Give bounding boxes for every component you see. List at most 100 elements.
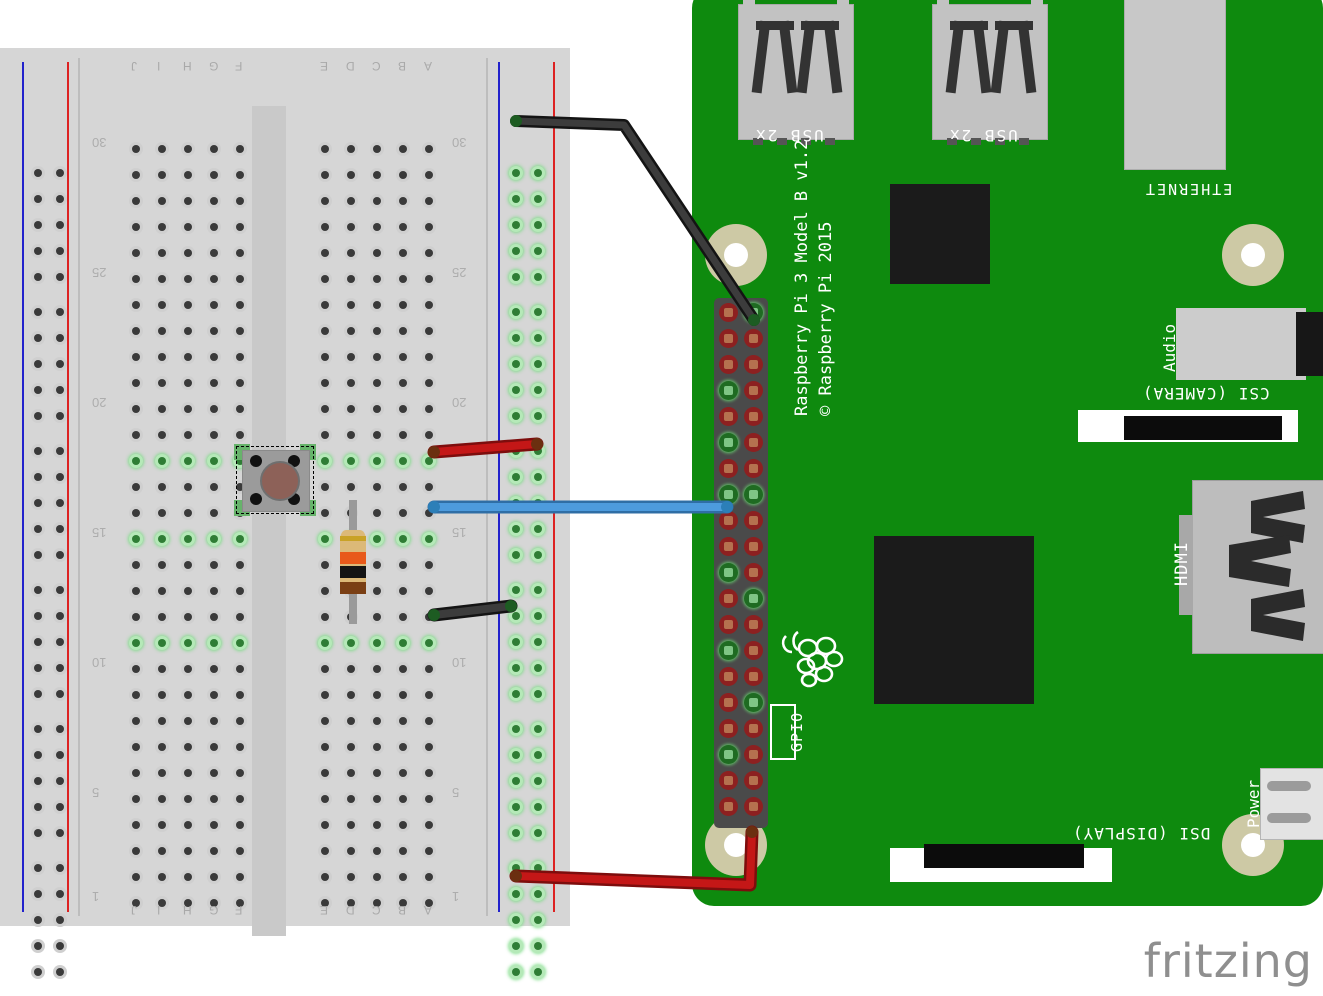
breadboard-hole-r4[interactable] bbox=[422, 818, 436, 832]
breadboard-hole-r12[interactable] bbox=[318, 610, 332, 624]
left-rail-hole[interactable] bbox=[31, 939, 45, 953]
left-rail-hole[interactable] bbox=[53, 444, 67, 458]
breadboard-hole-r26[interactable] bbox=[422, 246, 436, 260]
breadboard-hole-r5[interactable] bbox=[422, 792, 436, 806]
breadboard-hole-r26[interactable] bbox=[181, 246, 195, 260]
left-rail-hole[interactable] bbox=[31, 722, 45, 736]
gpio-pin-1[interactable] bbox=[719, 303, 738, 322]
left-rail-hole[interactable] bbox=[53, 661, 67, 675]
breadboard-hole-r14[interactable] bbox=[422, 558, 436, 572]
breadboard-hole-r20[interactable] bbox=[318, 402, 332, 416]
breadboard-hole-r22[interactable] bbox=[370, 350, 384, 364]
breadboard-hole-r9[interactable] bbox=[318, 688, 332, 702]
breadboard-hole-r14[interactable] bbox=[155, 558, 169, 572]
breadboard-hole-r23[interactable] bbox=[370, 324, 384, 338]
left-rail-hole[interactable] bbox=[53, 887, 67, 901]
breadboard-hole-r16[interactable] bbox=[396, 506, 410, 520]
breadboard-hole-r20[interactable] bbox=[129, 402, 143, 416]
breadboard-hole-r2[interactable] bbox=[318, 870, 332, 884]
left-rail-hole[interactable] bbox=[31, 965, 45, 979]
breadboard-hole-r21[interactable] bbox=[233, 376, 247, 390]
breadboard-hole-r1[interactable] bbox=[181, 896, 195, 910]
breadboard-hole-r5[interactable] bbox=[318, 792, 332, 806]
breadboard-hole-r11[interactable] bbox=[396, 636, 410, 650]
left-rail-hole[interactable] bbox=[53, 861, 67, 875]
breadboard-hole-r29[interactable] bbox=[396, 168, 410, 182]
breadboard-hole-r7[interactable] bbox=[181, 740, 195, 754]
breadboard-hole-r2[interactable] bbox=[370, 870, 384, 884]
breadboard-hole-r26[interactable] bbox=[233, 246, 247, 260]
breadboard-hole-r20[interactable] bbox=[155, 402, 169, 416]
breadboard-hole-r26[interactable] bbox=[344, 246, 358, 260]
breadboard-hole-r23[interactable] bbox=[396, 324, 410, 338]
breadboard-hole-r25[interactable] bbox=[370, 272, 384, 286]
right-rail-hole[interactable] bbox=[531, 687, 545, 701]
breadboard-hole-r27[interactable] bbox=[344, 220, 358, 234]
breadboard-hole-r20[interactable] bbox=[181, 402, 195, 416]
breadboard-hole-r5[interactable] bbox=[181, 792, 195, 806]
breadboard-hole-r18[interactable] bbox=[207, 454, 221, 468]
right-rail-hole[interactable] bbox=[531, 965, 545, 979]
gpio-pin-16[interactable] bbox=[744, 485, 763, 504]
breadboard-hole-r3[interactable] bbox=[318, 844, 332, 858]
gpio-pin-8[interactable] bbox=[744, 381, 763, 400]
breadboard-hole-r30[interactable] bbox=[396, 142, 410, 156]
breadboard-hole-r10[interactable] bbox=[344, 662, 358, 676]
left-rail-hole[interactable] bbox=[53, 470, 67, 484]
breadboard-hole-r8[interactable] bbox=[318, 714, 332, 728]
breadboard-hole-r6[interactable] bbox=[422, 766, 436, 780]
breadboard-hole-r30[interactable] bbox=[207, 142, 221, 156]
right-rail-hole[interactable] bbox=[509, 861, 523, 875]
breadboard-hole-r11[interactable] bbox=[344, 636, 358, 650]
breadboard-hole-r19[interactable] bbox=[233, 428, 247, 442]
breadboard-hole-r10[interactable] bbox=[129, 662, 143, 676]
breadboard-hole-r15[interactable] bbox=[129, 532, 143, 546]
right-rail-hole[interactable] bbox=[531, 444, 545, 458]
left-rail-hole[interactable] bbox=[31, 861, 45, 875]
gpio-pin-7[interactable] bbox=[719, 381, 738, 400]
right-rail-hole[interactable] bbox=[509, 583, 523, 597]
left-rail-hole[interactable] bbox=[53, 939, 67, 953]
breadboard-hole-r5[interactable] bbox=[155, 792, 169, 806]
breadboard-hole-r18[interactable] bbox=[181, 454, 195, 468]
breadboard-hole-r30[interactable] bbox=[318, 142, 332, 156]
gpio-pin-17[interactable] bbox=[719, 511, 738, 530]
left-rail-hole[interactable] bbox=[31, 774, 45, 788]
gpio-pin-6[interactable] bbox=[744, 355, 763, 374]
gpio-pin-28[interactable] bbox=[744, 641, 763, 660]
gpio-pin-21[interactable] bbox=[719, 563, 738, 582]
breadboard-hole-r15[interactable] bbox=[396, 532, 410, 546]
breadboard-hole-r9[interactable] bbox=[207, 688, 221, 702]
breadboard-hole-r4[interactable] bbox=[318, 818, 332, 832]
breadboard-hole-r22[interactable] bbox=[233, 350, 247, 364]
right-rail-hole[interactable] bbox=[531, 913, 545, 927]
breadboard-hole-r6[interactable] bbox=[207, 766, 221, 780]
breadboard-hole-r30[interactable] bbox=[370, 142, 384, 156]
breadboard-hole-r20[interactable] bbox=[207, 402, 221, 416]
right-rail-hole[interactable] bbox=[531, 270, 545, 284]
breadboard-hole-r19[interactable] bbox=[422, 428, 436, 442]
breadboard-hole-r25[interactable] bbox=[318, 272, 332, 286]
breadboard-hole-r30[interactable] bbox=[181, 142, 195, 156]
gpio-pin-5[interactable] bbox=[719, 355, 738, 374]
breadboard-hole-r20[interactable] bbox=[233, 402, 247, 416]
breadboard-hole-r30[interactable] bbox=[344, 142, 358, 156]
breadboard-hole-r22[interactable] bbox=[396, 350, 410, 364]
left-rail-hole[interactable] bbox=[31, 887, 45, 901]
right-rail-hole[interactable] bbox=[531, 218, 545, 232]
breadboard-hole-r8[interactable] bbox=[344, 714, 358, 728]
breadboard-hole-r27[interactable] bbox=[207, 220, 221, 234]
breadboard-hole-r10[interactable] bbox=[318, 662, 332, 676]
breadboard-hole-r2[interactable] bbox=[344, 870, 358, 884]
breadboard-hole-r2[interactable] bbox=[155, 870, 169, 884]
breadboard-hole-r9[interactable] bbox=[344, 688, 358, 702]
left-rail-hole[interactable] bbox=[31, 331, 45, 345]
breadboard-hole-r15[interactable] bbox=[233, 532, 247, 546]
breadboard-hole-r3[interactable] bbox=[129, 844, 143, 858]
breadboard-hole-r8[interactable] bbox=[370, 714, 384, 728]
left-rail-hole[interactable] bbox=[31, 548, 45, 562]
breadboard-hole-r27[interactable] bbox=[370, 220, 384, 234]
breadboard-hole-r17[interactable] bbox=[129, 480, 143, 494]
right-rail-hole[interactable] bbox=[531, 192, 545, 206]
breadboard-hole-r13[interactable] bbox=[318, 584, 332, 598]
